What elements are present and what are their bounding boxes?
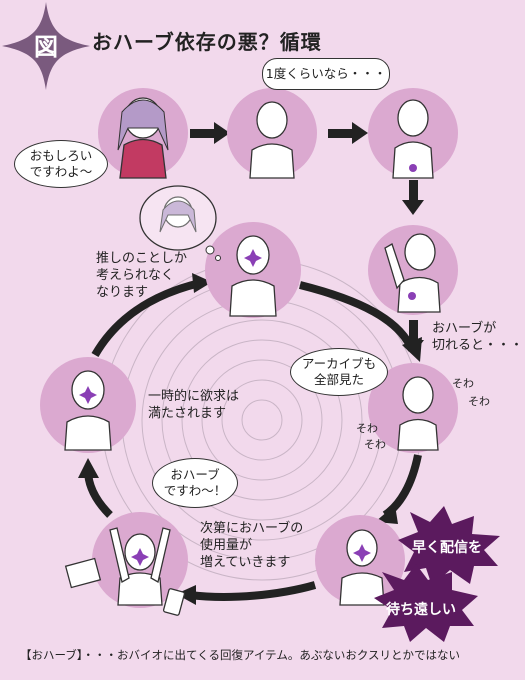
cycle-arrow-bottom	[189, 581, 317, 601]
thought-cloud	[139, 185, 217, 251]
page-title: おハーブ依存の悪？循環	[92, 30, 322, 54]
burst-machi	[374, 564, 478, 642]
footer-note: 【おハーブ】・・・おバイオに出てくる回復アイテム。あぶないおクスリとかではない	[20, 648, 460, 662]
burst-hayaku-text: 早く配信を	[412, 540, 482, 556]
caption-oshi: 推しのことしか 考えられなく なります	[96, 251, 188, 300]
cycle-arrow-left	[91, 279, 201, 358]
caption-usage: 次第におハーブの 使用量が 増えていきます	[200, 521, 304, 570]
sfx-sowa-3: そわ	[356, 422, 378, 435]
burst-hayaku	[398, 506, 500, 586]
figure-badge-label: 図	[34, 33, 58, 61]
top-arrows	[190, 122, 424, 355]
sfx-sowa-4: そわ	[364, 438, 386, 451]
caption-runs-out: おハーブが 切れると・・・	[432, 321, 524, 353]
cycle-arrow-bottom-right	[382, 454, 422, 519]
bubble-intro: おもしろい ですわよ～	[14, 140, 108, 188]
bubble-once: 1度くらいなら・・・	[262, 58, 390, 90]
burst-machi-text: 待ち遠しい	[386, 602, 456, 618]
character-hair	[117, 99, 197, 233]
device-icons	[64, 557, 186, 616]
badge-star-icon	[2, 2, 90, 90]
bubble-ohabu-desuwa: おハーブ ですわ～！	[152, 458, 238, 508]
bubble-archive: アーカイブも 全部見た	[290, 348, 388, 396]
sparkle-icons	[79, 164, 417, 566]
sfx-sowa-2: そわ	[468, 395, 490, 408]
sfx-sowa-1: そわ	[452, 377, 474, 390]
caption-satisfied: 一時的に欲求は 満たされます	[148, 389, 240, 421]
